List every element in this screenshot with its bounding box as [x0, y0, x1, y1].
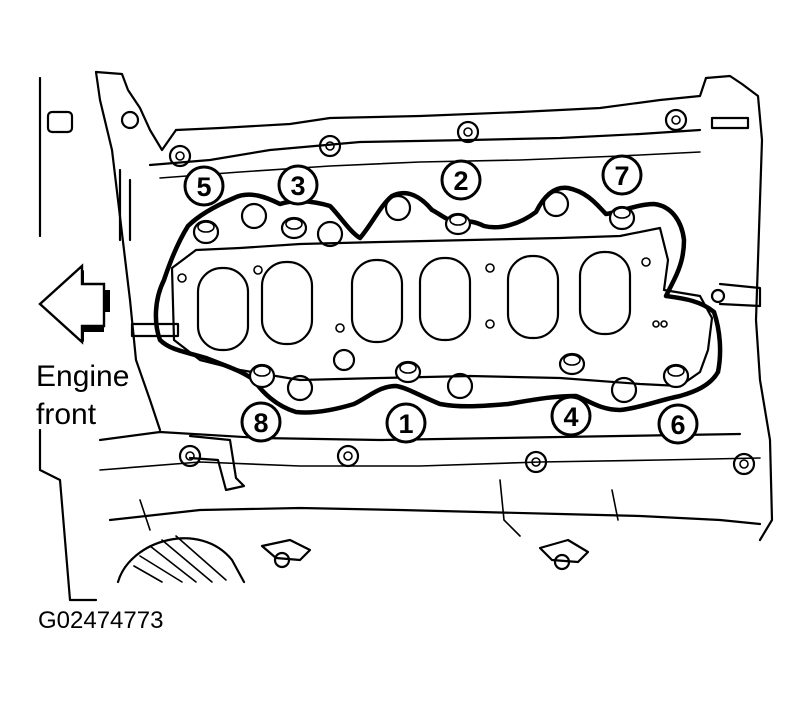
callout-number: 7 — [614, 161, 629, 191]
bolt-6 — [662, 363, 690, 389]
callout-circle — [183, 165, 225, 207]
manifold-bolts — [192, 190, 690, 404]
bolt-7 — [608, 205, 636, 231]
callout-number: 6 — [670, 410, 685, 440]
callout-1: 1 — [385, 402, 427, 444]
figure-code: G02474773 — [38, 607, 163, 634]
callout-8: 8 — [240, 401, 282, 443]
clip-brackets — [260, 538, 590, 571]
callout-6: 6 — [657, 403, 699, 445]
callout-7: 7 — [601, 154, 643, 196]
callout-circle — [277, 164, 319, 206]
engine-block-outline — [38, 70, 774, 602]
bolt-8 — [248, 363, 276, 389]
intake-manifold-outline — [153, 185, 723, 415]
callout-5: 5 — [183, 165, 225, 207]
engine-front-arrow — [38, 263, 110, 345]
intake-manifold-gasket-plate — [170, 226, 714, 388]
callout-number: 2 — [453, 166, 468, 196]
bolt-5 — [192, 219, 220, 245]
callout-circle — [385, 402, 427, 444]
bolt-2 — [444, 212, 472, 236]
bolt-4 — [558, 352, 586, 376]
block-bolt-bosses — [120, 108, 756, 476]
oil-filler-cap — [116, 535, 246, 584]
engine-front-label-line2: front — [36, 398, 97, 431]
callout-number: 8 — [253, 408, 268, 438]
callout-4: 4 — [550, 395, 592, 437]
bolt-sequence-callouts: 1 2 3 4 5 6 7 8 — [183, 154, 699, 445]
engine-front-label-line1: Engine — [36, 360, 129, 393]
callout-number: 5 — [196, 172, 211, 202]
callout-number: 4 — [563, 402, 578, 432]
callout-number: 1 — [398, 409, 413, 439]
callout-3: 3 — [277, 164, 319, 206]
callout-circle — [601, 154, 643, 196]
callout-circle — [657, 403, 699, 445]
bolt-1 — [394, 360, 422, 384]
callout-number: 3 — [290, 171, 305, 201]
bolt-3 — [280, 216, 308, 240]
callout-circle — [440, 159, 482, 201]
callout-circle — [550, 395, 592, 437]
callout-2: 2 — [440, 159, 482, 201]
callout-circle — [240, 401, 282, 443]
